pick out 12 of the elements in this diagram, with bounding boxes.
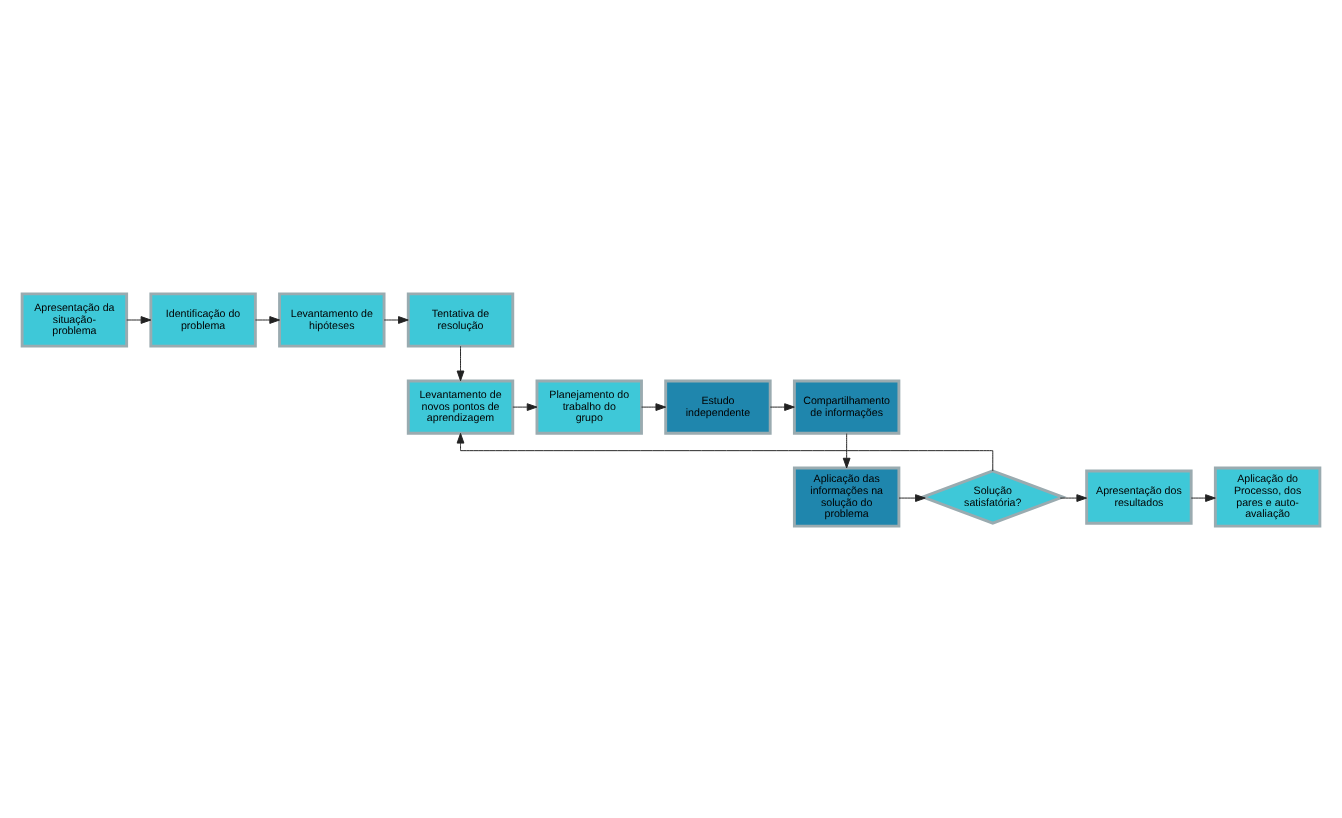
arrow [1059, 493, 1088, 501]
arrow [456, 431, 994, 471]
arrow [254, 315, 280, 323]
arrow [126, 315, 152, 323]
arrow [383, 315, 409, 323]
arrow [456, 344, 465, 381]
arrow [1190, 493, 1216, 501]
arrow [641, 402, 667, 410]
arrow [898, 493, 926, 501]
arrow [512, 402, 538, 410]
arrow [842, 432, 851, 468]
arrow [769, 402, 795, 410]
